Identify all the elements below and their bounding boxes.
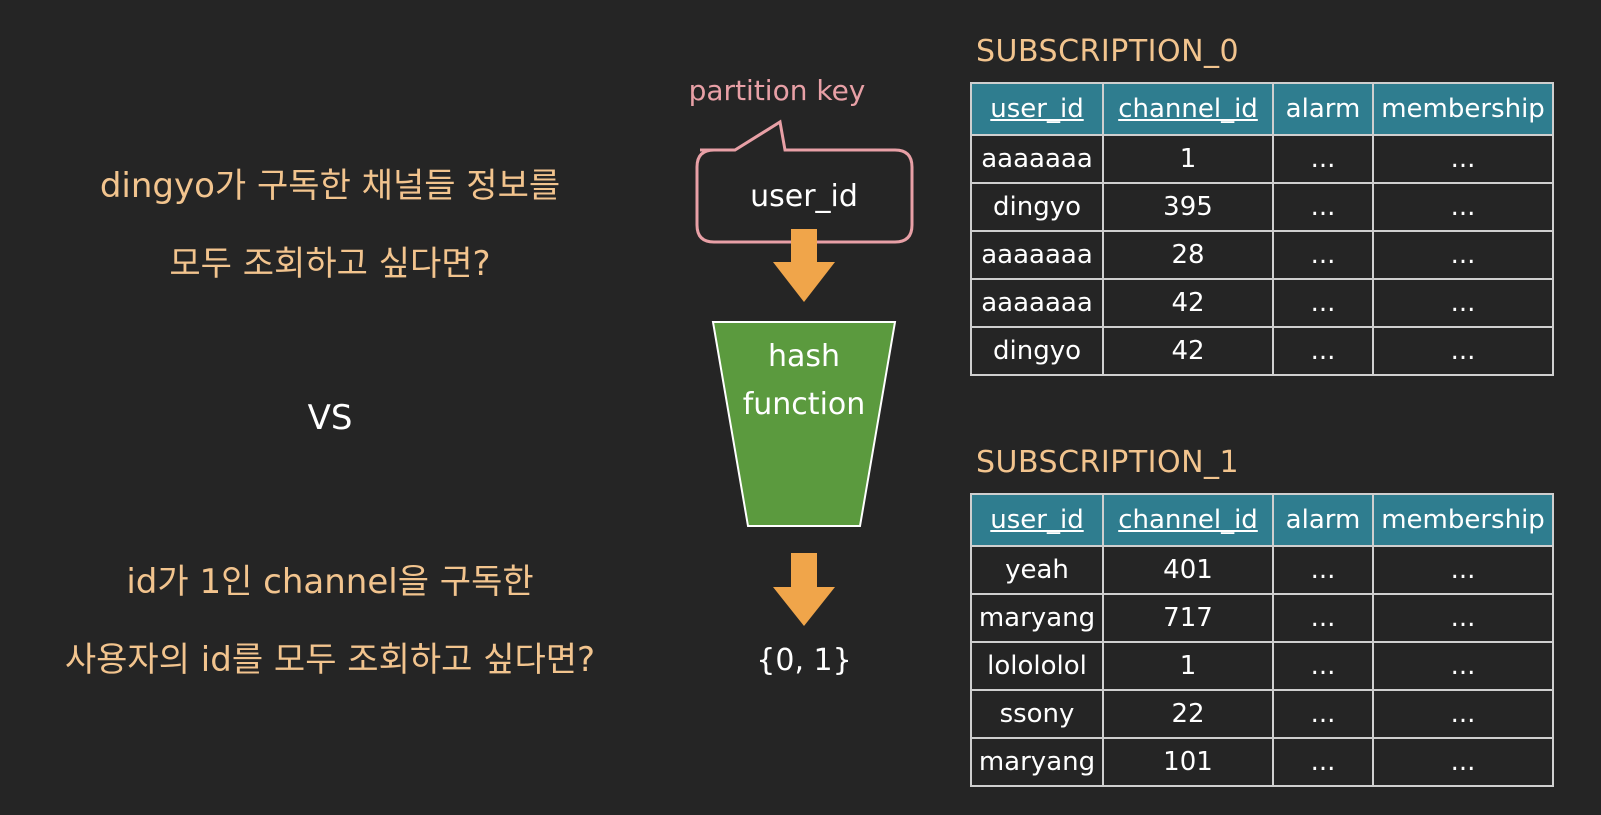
table-cell: ... bbox=[1272, 182, 1374, 232]
table-cell: ssony bbox=[970, 689, 1104, 739]
column-header-2: alarm bbox=[1272, 82, 1374, 136]
column-header-0: user_id bbox=[970, 493, 1104, 547]
table-cell: ... bbox=[1372, 230, 1554, 280]
vs-label: VS bbox=[307, 398, 353, 438]
question-2-line-2: 사용자의 id를 모두 조회하고 싶다면? bbox=[64, 640, 596, 680]
column-header-3: membership bbox=[1372, 493, 1554, 547]
table-cell: ... bbox=[1372, 134, 1554, 184]
table-cell: ... bbox=[1372, 689, 1554, 739]
table-cell: lolololol bbox=[970, 641, 1104, 691]
question-1-line-2: 모두 조회하고 싶다면? bbox=[169, 244, 491, 284]
hash-function-box bbox=[711, 321, 897, 527]
table-cell: ... bbox=[1272, 326, 1374, 376]
partition-key-callout bbox=[695, 119, 914, 244]
hash-label-line-2: function bbox=[743, 387, 866, 422]
table-cell: 1 bbox=[1102, 134, 1274, 184]
table-cell: 28 bbox=[1102, 230, 1274, 280]
hash-output: {0, 1} bbox=[756, 643, 851, 678]
table-cell: 22 bbox=[1102, 689, 1274, 739]
hash-label-line-1: hash bbox=[768, 339, 840, 374]
table-title: SUBSCRIPTION_0 bbox=[976, 34, 1240, 69]
table-cell: aaaaaaa bbox=[970, 134, 1104, 184]
table-cell: 42 bbox=[1102, 278, 1274, 328]
table-cell: 1 bbox=[1102, 641, 1274, 691]
table-cell: dingyo bbox=[970, 326, 1104, 376]
table-cell: 717 bbox=[1102, 593, 1274, 643]
table-cell: ... bbox=[1272, 689, 1374, 739]
table-cell: maryang bbox=[970, 593, 1104, 643]
table-cell: yeah bbox=[970, 545, 1104, 595]
column-header-3: membership bbox=[1372, 82, 1554, 136]
column-header-2: alarm bbox=[1272, 493, 1374, 547]
table-title: SUBSCRIPTION_1 bbox=[976, 445, 1240, 480]
table-cell: ... bbox=[1372, 326, 1554, 376]
table-cell: ... bbox=[1372, 545, 1554, 595]
table-cell: aaaaaaa bbox=[970, 230, 1104, 280]
arrow-down-icon bbox=[773, 229, 835, 302]
table-cell: ... bbox=[1272, 641, 1374, 691]
column-header-1: channel_id bbox=[1102, 82, 1274, 136]
arrow-down-icon bbox=[773, 553, 835, 626]
table-cell: 395 bbox=[1102, 182, 1274, 232]
table-cell: maryang bbox=[970, 737, 1104, 787]
column-header-1: channel_id bbox=[1102, 493, 1274, 547]
table-cell: ... bbox=[1272, 737, 1374, 787]
partition-key-label: partition key bbox=[689, 74, 866, 107]
question-2-line-1: id가 1인 channel을 구독한 bbox=[126, 562, 534, 602]
table-cell: aaaaaaa bbox=[970, 278, 1104, 328]
table-cell: ... bbox=[1272, 593, 1374, 643]
partition-key-name: user_id bbox=[750, 179, 858, 214]
table-cell: ... bbox=[1272, 545, 1374, 595]
table-cell: dingyo bbox=[970, 182, 1104, 232]
table-cell: 101 bbox=[1102, 737, 1274, 787]
table-cell: ... bbox=[1372, 737, 1554, 787]
question-1-line-1: dingyo가 구독한 채널들 정보를 bbox=[99, 166, 561, 206]
table-cell: 42 bbox=[1102, 326, 1274, 376]
column-header-0: user_id bbox=[970, 82, 1104, 136]
table-cell: ... bbox=[1372, 641, 1554, 691]
table-cell: ... bbox=[1372, 182, 1554, 232]
table-cell: ... bbox=[1372, 593, 1554, 643]
table-cell: ... bbox=[1272, 134, 1374, 184]
table-cell: ... bbox=[1272, 230, 1374, 280]
table-cell: 401 bbox=[1102, 545, 1274, 595]
table-cell: ... bbox=[1372, 278, 1554, 328]
table-cell: ... bbox=[1272, 278, 1374, 328]
